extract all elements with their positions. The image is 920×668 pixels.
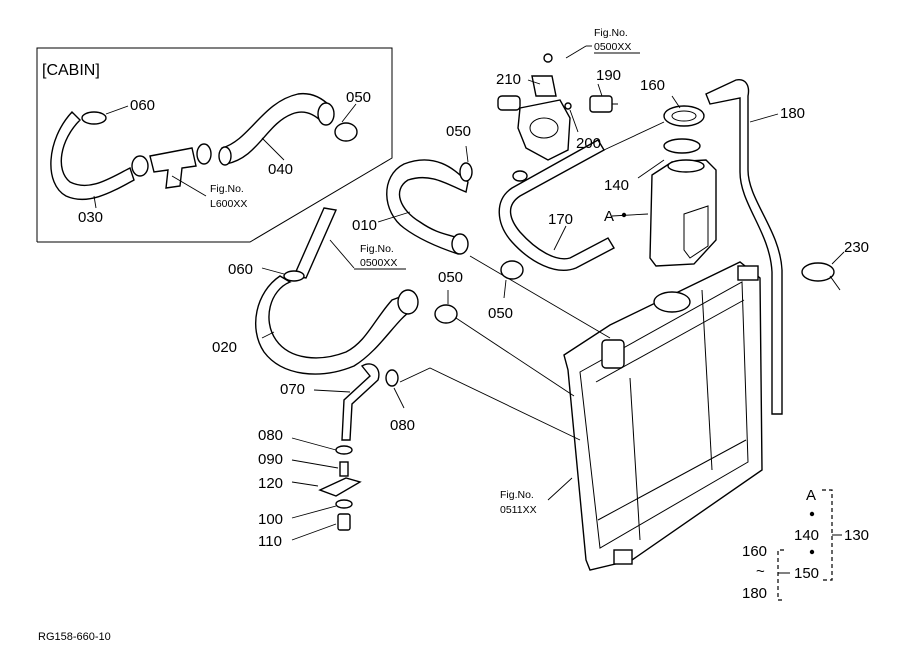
hose-010-end: [451, 233, 469, 255]
hose-010: [386, 159, 469, 255]
hose-040: [221, 92, 331, 165]
label-060-cabin: 060: [130, 97, 155, 114]
radiator-inlet: [601, 339, 625, 369]
band-230: [801, 262, 835, 282]
o-ring-140: [663, 138, 701, 154]
tank-neck: [667, 159, 705, 173]
label-A-tank: A: [604, 208, 614, 225]
label-140: 140: [604, 177, 629, 194]
bolt-110: [337, 513, 351, 531]
label-120: 120: [258, 475, 283, 492]
figref-0500xx-mid-line2: 0500XX: [360, 257, 397, 269]
hose-030: [50, 110, 135, 201]
label-210: 210: [496, 71, 521, 88]
figref-0500xx-top-line1: Fig.No.: [594, 27, 628, 39]
figure-caption: RG158-660-10: [38, 631, 111, 643]
figref-0511xx-line1: Fig.No.: [500, 489, 534, 501]
radiator-cap: [653, 291, 691, 313]
plug-090: [339, 461, 349, 477]
figref-l600xx-line2: L600XX: [210, 198, 247, 210]
tee-fitting: [149, 147, 197, 189]
legend-tilde: ~: [756, 563, 765, 580]
figref-l600xx-line1: Fig.No.: [210, 183, 244, 195]
label-080-a: 080: [258, 427, 283, 444]
label-050-low: 050: [488, 305, 513, 322]
clamp-050-cabin: [334, 122, 358, 142]
legend-160: 160: [742, 543, 767, 560]
clamp-060: [283, 270, 305, 282]
radiator-foot-left: [613, 549, 633, 565]
label-080-b: 080: [390, 417, 415, 434]
cabin-inset-border: [36, 47, 393, 243]
tank-body: [649, 159, 717, 267]
washer-200: [564, 102, 572, 110]
label-230: 230: [844, 239, 869, 256]
label-020: 020: [212, 339, 237, 356]
label-100: 100: [258, 511, 283, 528]
label-050-top: 050: [446, 123, 471, 140]
hose-020: [255, 275, 413, 375]
cabin-inset: [CABIN] 060 050 040 030 Fig.No. L600XX: [36, 47, 393, 243]
radiator-foot-top: [737, 265, 759, 281]
figref-0511xx-line2: 0511XX: [500, 504, 537, 516]
hose-170: [498, 139, 615, 271]
clamp-cabin-b: [196, 143, 212, 165]
clamp-050-mid: [434, 304, 458, 324]
bolt-top: [543, 53, 553, 63]
figref-0500xx-mid-line1: Fig.No.: [360, 243, 394, 255]
label-070: 070: [280, 381, 305, 398]
label-050-cabin: 050: [346, 89, 371, 106]
legend-140: 140: [794, 527, 819, 544]
thermostat-housing: [497, 53, 618, 182]
hose-040-end-b: [317, 102, 335, 126]
legend-A: A: [806, 487, 816, 504]
clamp-080-a: [385, 369, 399, 387]
figref-0500xx-top-line2: 0500XX: [594, 41, 631, 53]
label-160: 160: [640, 77, 665, 94]
radiator-assembly: Fig.No. 0511XX: [500, 261, 763, 571]
small-clamp-top: [512, 170, 528, 182]
legend-bracket-130: [822, 489, 833, 581]
legend-130: 130: [844, 527, 869, 544]
assembly-legend: A 140 150 160 ~ 180 130: [742, 487, 869, 602]
clamp-050-top: [459, 162, 473, 182]
label-180: 180: [780, 105, 805, 122]
hose-020-end: [397, 289, 419, 315]
label-050-mid: 050: [438, 269, 463, 286]
clamp-060-cabin: [81, 111, 107, 125]
clamp-cabin-a: [131, 155, 149, 177]
label-200: 200: [576, 135, 601, 152]
sensor-190: [589, 95, 613, 113]
tank-cap-160: [663, 105, 705, 127]
overflow-hose-180: [705, 79, 783, 415]
housing-outlet: [497, 95, 521, 111]
label-170: 170: [548, 211, 573, 228]
legend-bracket-150: [777, 549, 784, 601]
label-060: 060: [228, 261, 253, 278]
drain-pipe-070: [341, 363, 380, 441]
cock-120: [318, 477, 362, 497]
washer-100: [335, 499, 353, 509]
label-190: 190: [596, 67, 621, 84]
pipe-0500xx: [292, 207, 338, 279]
label-110: 110: [258, 533, 282, 550]
label-010: 010: [352, 217, 377, 234]
label-090: 090: [258, 451, 283, 468]
cabin-title: [CABIN]: [42, 62, 100, 79]
housing-body: [517, 99, 571, 161]
label-040: 040: [268, 161, 293, 178]
clamp-050-low: [500, 260, 524, 280]
hose-040-end: [218, 146, 232, 166]
radiator-core: [579, 281, 749, 549]
washer-080: [335, 445, 353, 455]
reserve-tank: A 140: [604, 105, 717, 267]
legend-180: 180: [742, 585, 767, 602]
bracket-210: [531, 75, 557, 97]
legend-150: 150: [794, 565, 819, 582]
label-030: 030: [78, 209, 103, 226]
